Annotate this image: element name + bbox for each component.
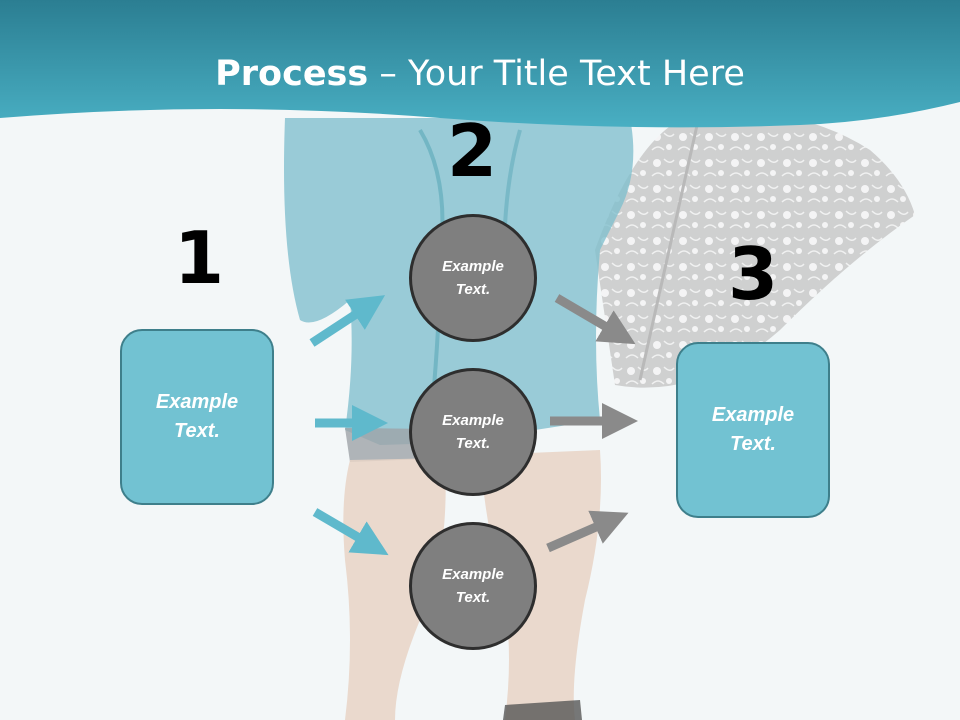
arrow-right-top bbox=[554, 294, 636, 345]
arrow-right-bottom bbox=[546, 510, 629, 553]
step-number-1: 1 bbox=[173, 216, 225, 300]
circle-middle[interactable]: Example Text. bbox=[409, 368, 537, 496]
title-rest: – Your Title Text Here bbox=[368, 54, 745, 94]
left-text-box[interactable]: Example Text. bbox=[120, 329, 274, 505]
left-box-text: Example Text. bbox=[155, 391, 239, 442]
circle-middle-text: Example Text. bbox=[442, 412, 504, 452]
circle-bottom[interactable]: Example Text. bbox=[409, 522, 537, 650]
slide-title: Process – Your Title Text Here bbox=[0, 52, 960, 96]
right-box-text: Example Text. bbox=[711, 404, 795, 455]
arrow-left-top bbox=[309, 295, 386, 347]
circle-bottom-text: Example Text. bbox=[442, 566, 504, 606]
step-number-3: 3 bbox=[727, 232, 779, 316]
step-number-2: 2 bbox=[446, 109, 498, 193]
circle-top[interactable]: Example Text. bbox=[409, 214, 537, 342]
circle-top-text: Example Text. bbox=[442, 258, 504, 298]
header-banner bbox=[0, 0, 960, 128]
title-bold: Process bbox=[215, 54, 369, 94]
arrow-left-bottom bbox=[312, 508, 389, 556]
right-text-box[interactable]: Example Text. bbox=[676, 342, 830, 518]
